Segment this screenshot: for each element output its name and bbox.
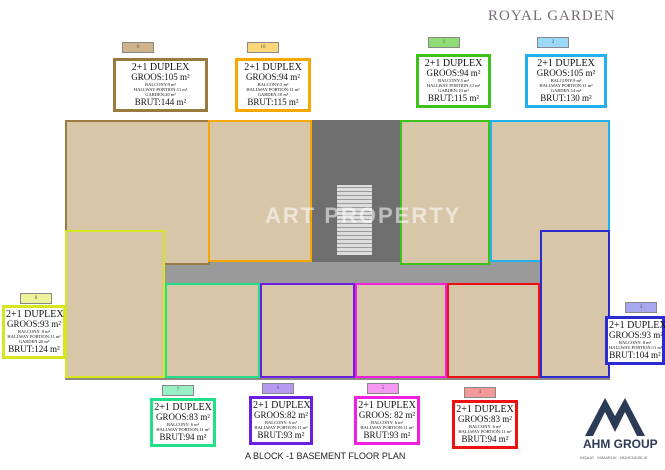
unit-groos: GROOS:82 m² (254, 410, 308, 420)
unit-number-tag: 9 (122, 42, 154, 53)
staircase (337, 185, 372, 255)
unit-number-tag: 5 (367, 383, 399, 394)
unit-3[interactable] (540, 230, 610, 378)
corridor (65, 262, 610, 284)
unit-brut: BRUT:93 m² (363, 429, 411, 440)
unit-type: 2+1 DUPLEX (253, 400, 311, 411)
unit-type: 2+1 DUPLEX (244, 62, 302, 73)
unit-groos: GROOS:83 m² (458, 414, 512, 424)
unit-groos: GROOS:94 m² (246, 72, 300, 82)
unit-groos: GROOS:93 m² (609, 330, 663, 340)
unit-hallway: HALLWAY PORTION:11 m² (246, 86, 300, 92)
unit-brut: BRUT:130 m² (540, 92, 592, 103)
unit-type: 2+1 DUPLEX (424, 58, 483, 69)
unit-hallway: HALLWAY PORTION:11 m² (539, 82, 593, 88)
unit-groos: GROOS:93 m² (7, 319, 61, 329)
unit-type: 2+1 DUPLEX (358, 400, 416, 411)
unit-1[interactable] (400, 120, 490, 265)
logo-name: AHM GROUP (583, 437, 658, 451)
unit-brut: BRUT:124 m² (8, 343, 60, 354)
unit-balcony: BALCONY: 6 m² (167, 421, 199, 427)
unit-type: 2+1 DUPLEX (456, 404, 514, 415)
unit-4[interactable] (447, 283, 540, 378)
unit-brut: BRUT:94 m² (461, 433, 509, 444)
unit-8[interactable] (65, 230, 165, 378)
floor-plan (65, 120, 610, 380)
unit-hallway: HALLWAY PORTION:11 m² (133, 86, 188, 92)
unit-groos: GROOS:105 m² (131, 72, 190, 82)
unit-brut: BRUT:104 m² (609, 349, 661, 360)
unit-balcony: BALCONY:9 m² (550, 77, 582, 83)
unit-balcony: BALCONY:9 m² (145, 81, 176, 87)
unit-garden: GARDEN:14 m² (550, 87, 582, 93)
ahm-logo-icon (585, 398, 645, 436)
unit-hallway: HALLWAY PORTION:11 m² (360, 424, 414, 430)
unit-5[interactable] (355, 283, 447, 378)
unit-type: 2+1 DUPLEX (537, 58, 595, 69)
unit-number-tag: 1 (428, 37, 460, 48)
unit-type: 2+1 DUPLEX (131, 62, 190, 73)
unit-number-tag: 10 (247, 42, 279, 53)
unit-type: 2+1 DUPLEX (154, 402, 212, 413)
unit-number-tag: 8 (20, 293, 52, 304)
unit-garden: GARDEN:10 m² (438, 87, 469, 93)
unit-brut: BRUT:93 m² (257, 429, 305, 440)
unit-number-tag: 2 (537, 37, 569, 48)
unit-balcony: BALCONY: 6 m² (469, 423, 501, 429)
unit-hallway: HALLWAY PORTION:11 m² (156, 426, 210, 432)
unit-balcony: BALCONY: 8 m² (619, 339, 651, 345)
unit-groos: GROOS:83 m² (156, 412, 210, 422)
plan-caption: A BLOCK -1 BASEMENT FLOOR PLAN (245, 451, 406, 461)
unit-balcony: BALCONY: 6 m² (265, 419, 297, 425)
unit-brut: BRUT:115 m² (247, 96, 299, 107)
unit-number-tag: 7 (162, 385, 194, 396)
unit-hallway: HALLWAY PORTION:11 m² (426, 82, 481, 88)
unit-balcony: BALCONY:5 m² (438, 77, 469, 83)
watermark: ART PROPERTY (265, 203, 462, 228)
unit-brut: BRUT:94 m² (159, 431, 207, 442)
logo-tagline: İNŞAAT . MİMARLIK . MÜHENDİSLİK (580, 455, 648, 460)
unit-7[interactable] (165, 283, 260, 378)
unit-hallway: HALLWAY PORTION:11 m² (458, 428, 512, 434)
unit-groos: GROOS: 82 m² (358, 410, 416, 420)
unit-balcony: BALCONY:5 m² (257, 81, 289, 87)
unit-hallway: HALLWAY PORTION:11 m² (609, 344, 663, 350)
unit-groos: GROOS:105 m² (536, 68, 596, 78)
project-title: ROYAL GARDEN (488, 8, 616, 24)
unit-type: 2+1 DUPLEX (6, 309, 64, 320)
unit-brut: BRUT:144 m² (134, 96, 187, 107)
unit-garden: GARDEN:20 m² (18, 338, 50, 344)
unit-balcony: BALCONY: 8 m² (18, 328, 50, 334)
unit-number-tag: 3 (625, 302, 657, 313)
unit-groos: GROOS:94 m² (426, 68, 481, 78)
unit-balcony: BALCONY: 6 m² (371, 419, 403, 425)
unit-type: 2+1 DUPLEX (609, 320, 665, 331)
unit-brut: BRUT:115 m² (427, 92, 480, 103)
unit-garden: GARDEN:20 m² (145, 91, 176, 97)
unit-garden: GARDEN:10 m² (257, 91, 289, 97)
unit-hallway: HALLWAY PORTION:11 m² (7, 333, 61, 339)
unit-6[interactable] (260, 283, 355, 378)
unit-number-tag: 6 (262, 383, 294, 394)
unit-10[interactable] (208, 120, 312, 262)
unit-number-tag: 4 (464, 387, 496, 398)
unit-hallway: HALLWAY PORTION:11 m² (254, 424, 308, 430)
